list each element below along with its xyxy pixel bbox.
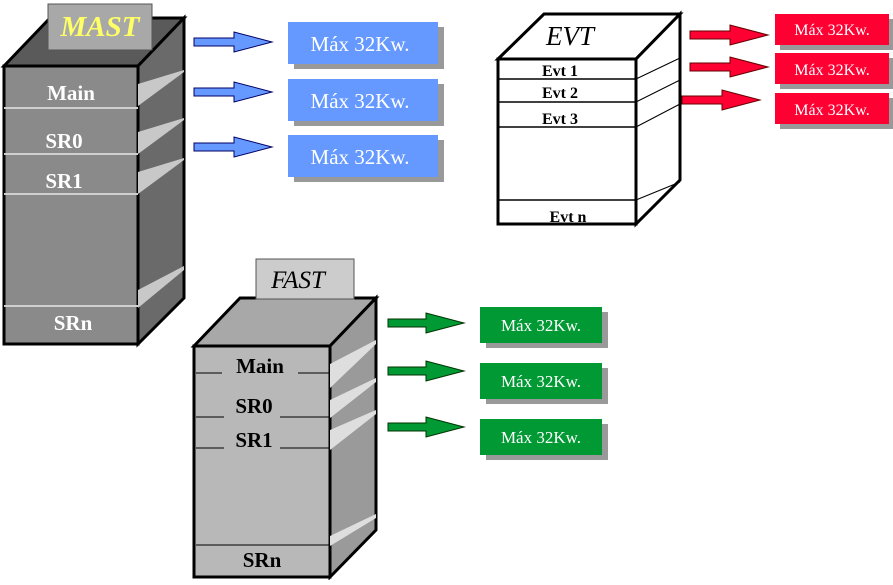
mast-front-face	[2, 64, 140, 346]
fast-section-label: SR1	[235, 428, 272, 452]
fast-title: FAST	[270, 267, 327, 294]
fast-arrow	[387, 360, 466, 382]
mast-block: Main SR0 SR1 SRn MAST	[0, 3, 188, 348]
evt-arrow	[689, 56, 770, 78]
fast-side-band	[330, 514, 376, 546]
mast-side-band	[138, 118, 184, 154]
fast-side-band	[330, 378, 376, 418]
mast-side-band	[138, 158, 184, 194]
evt-limit-box	[775, 93, 889, 124]
fast-section-label: SRn	[243, 548, 282, 572]
evt-section-label: Evt n	[550, 209, 587, 226]
evt-front-face	[496, 57, 638, 226]
mast-arrow	[193, 136, 274, 158]
mast-limit-box	[288, 135, 438, 177]
mast-limit-label: Máx 32Kw.	[311, 89, 410, 113]
evt-limit-box	[775, 14, 889, 45]
fast-block: Main SR0 SR1 SRn FAST	[190, 258, 380, 581]
mast-title-tab	[47, 3, 153, 51]
mast-section-label: SR1	[45, 169, 82, 193]
evt-side-line	[635, 79, 681, 103]
mast-limit-label: Máx 32Kw.	[311, 145, 410, 169]
fast-section-label: Main	[236, 354, 284, 378]
fast-limit-label: Máx 32Kw.	[501, 316, 581, 335]
evt-side-line	[635, 103, 681, 128]
mast-arrow	[193, 81, 274, 103]
fast-arrow	[387, 416, 466, 438]
evt-section-label: Evt 2	[542, 85, 578, 102]
mast-limit-box	[288, 79, 438, 121]
mast-limits: Máx 32Kw. Máx 32Kw. Máx 32Kw.	[288, 22, 444, 182]
evt-limit-box	[775, 53, 889, 84]
mast-arrows	[193, 31, 274, 158]
fast-limit-label: Máx 32Kw.	[501, 372, 581, 391]
evt-section-label: Evt 3	[542, 111, 578, 128]
fast-limit-box	[480, 307, 602, 343]
evt-block: EVT Evt 1 Evt 2 Evt 3 Evt n	[494, 10, 684, 228]
evt-limit-label: Máx 32Kw.	[794, 62, 869, 79]
fast-arrows	[387, 312, 466, 438]
evt-title: EVT	[545, 21, 596, 51]
evt-side-line	[635, 57, 681, 80]
evt-arrow	[681, 89, 762, 111]
mast-title: MAST	[60, 11, 141, 43]
evt-limit-label: Máx 32Kw.	[794, 102, 869, 119]
fast-title-tab	[255, 258, 355, 300]
fast-limit-label: Máx 32Kw.	[501, 428, 581, 447]
mast-side-band	[138, 266, 184, 308]
evt-side-line	[635, 181, 681, 201]
fast-section-label: SR0	[235, 394, 272, 418]
evt-limit-label: Máx 32Kw.	[794, 22, 869, 39]
mast-arrow	[193, 31, 274, 53]
fast-front-face	[192, 344, 332, 579]
evt-arrows	[681, 24, 770, 111]
mast-limit-label: Máx 32Kw.	[311, 32, 410, 56]
evt-arrow	[689, 24, 770, 46]
evt-section-label: Evt 1	[542, 63, 578, 80]
fast-limit-box	[480, 419, 602, 455]
fast-side-band	[330, 410, 376, 450]
mast-section-label: SRn	[54, 311, 93, 335]
fast-limit-box	[480, 363, 602, 399]
mast-side-band	[138, 70, 184, 106]
fast-arrow	[387, 312, 466, 334]
evt-limits: Máx 32Kw. Máx 32Kw. Máx 32Kw.	[775, 14, 893, 129]
mast-section-label: SR0	[45, 129, 82, 153]
fast-limits: Máx 32Kw. Máx 32Kw. Máx 32Kw.	[480, 307, 608, 460]
mast-limit-box	[288, 22, 438, 64]
fast-side-band	[330, 340, 376, 388]
mast-section-label: Main	[47, 81, 95, 105]
